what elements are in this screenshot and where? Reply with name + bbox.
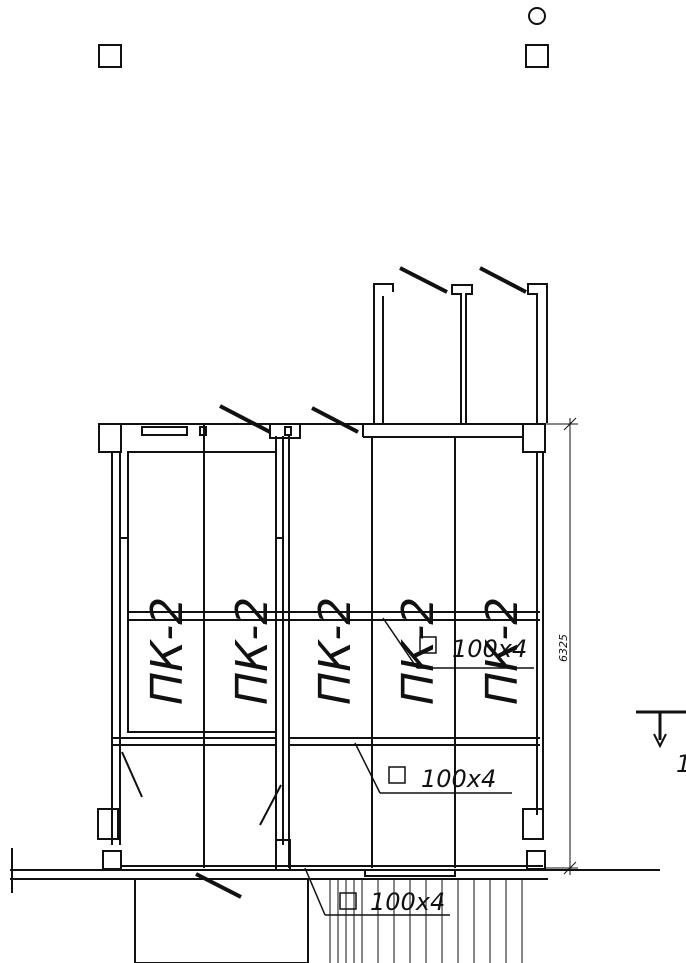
panel-labels: ПК-2 ПК-2 ПК-2 ПК-2 ПК-2 <box>142 597 528 705</box>
walls <box>111 424 544 868</box>
ground <box>10 848 660 963</box>
panel-label: ПК-2 <box>142 597 193 705</box>
panel-label: ПК-2 <box>393 597 444 705</box>
panel-label: ПК-2 <box>310 597 361 705</box>
callout-text: 100х4 <box>370 888 445 916</box>
panel-label: ПК-2 <box>477 597 528 705</box>
bottom-posts <box>97 808 546 871</box>
callout-text: 100х4 <box>452 635 527 663</box>
section-mark <box>636 710 686 749</box>
roof-line <box>98 404 546 453</box>
dimension-label: 6325 <box>557 634 570 662</box>
callout-leaders <box>304 617 534 916</box>
dimension-line <box>545 417 578 875</box>
panel-label: ПК-2 <box>227 597 278 705</box>
callout-text: 100х4 <box>421 765 496 793</box>
section-mark-label: 1 <box>676 750 686 778</box>
upper-frame <box>373 266 548 423</box>
top-markers <box>98 7 549 68</box>
callout-texts: 100х4 100х4 100х4 <box>370 635 527 916</box>
